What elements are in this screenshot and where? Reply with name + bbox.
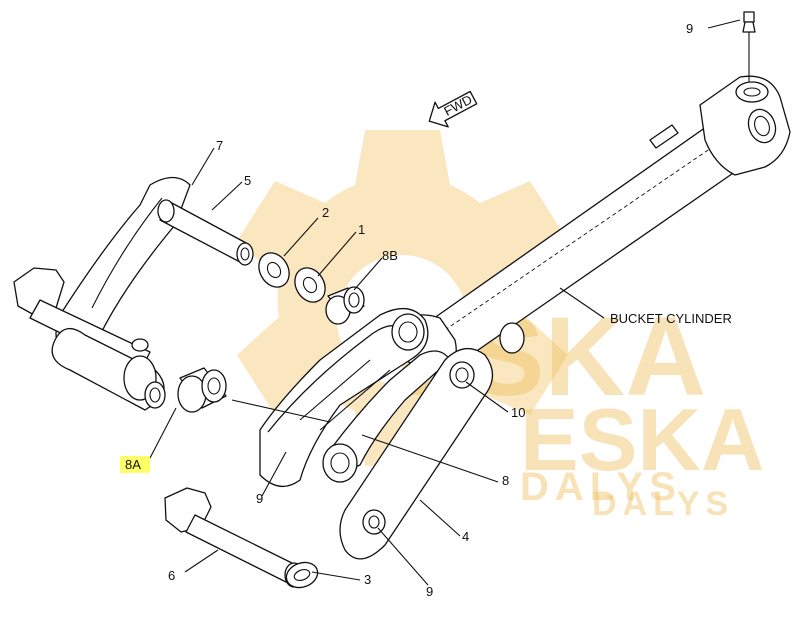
callout-5: 5 (244, 173, 251, 188)
callout-1: 1 (358, 222, 365, 237)
callout-2: 2 (322, 205, 329, 220)
watermark-text-4: DALYS (592, 485, 734, 523)
callout-8a-highlight (120, 456, 150, 473)
callout-3: 3 (364, 572, 371, 587)
boss-pin-assembly (13, 267, 166, 411)
callout-bucket-cylinder: BUCKET CYLINDER (610, 311, 732, 326)
bushing-8a (177, 367, 227, 413)
washer-1 (294, 267, 326, 303)
callout-9-grease-fitting: 9 (686, 21, 693, 36)
callout-8a: 8A (125, 457, 141, 472)
callout-10: 10 (511, 405, 525, 420)
watermark-text-3: DALYS (520, 465, 682, 509)
fwd-label: FWD (441, 92, 474, 119)
callout-8: 8 (502, 473, 509, 488)
callout-4: 4 (462, 529, 469, 544)
callouts: 9 7 5 2 1 8B BUCKET CYLINDER 10 8A 9 8 4… (120, 21, 732, 599)
grease-fitting (742, 11, 756, 82)
callout-6: 6 (168, 568, 175, 583)
callout-8b: 8B (382, 248, 398, 263)
callout-9-left: 9 (256, 491, 263, 506)
watermark-text-2: ESKA (520, 390, 765, 489)
bushing-8b (325, 286, 365, 325)
callout-7: 7 (216, 138, 223, 153)
cotter-pin-3 (285, 561, 319, 589)
callout-9-bottom: 9 (426, 584, 433, 599)
washer-2 (258, 252, 290, 288)
fwd-arrow-icon: FWD (428, 90, 478, 128)
leader-lines (149, 19, 741, 586)
bellcrank-8 (259, 308, 451, 487)
pin-5 (157, 199, 254, 266)
